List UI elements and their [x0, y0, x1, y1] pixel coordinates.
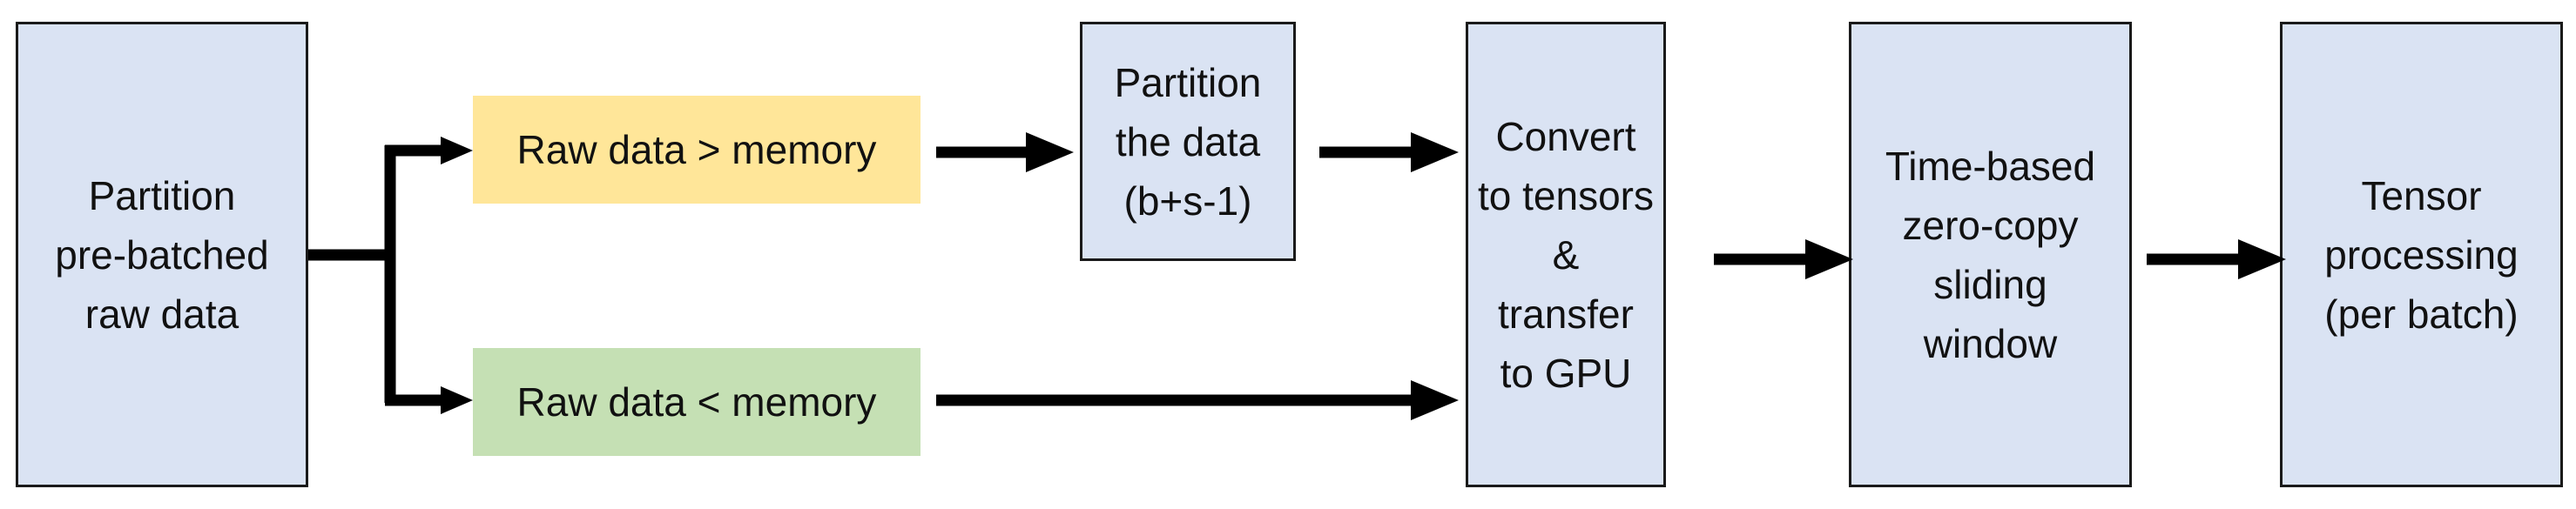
branch-lower-arrowhead [441, 386, 473, 414]
partition-the-data-box: Partition the data (b+s-1) [1080, 22, 1296, 261]
raw-data-lt-memory-label: Raw data < memory [516, 379, 877, 425]
raw-data-gt-memory-box: Raw data > memory [473, 96, 920, 204]
convert-to-tensors-label: Convert to tensors & transfer to GPU [1478, 113, 1654, 396]
branch-upper-arrowhead [441, 137, 473, 164]
sliding-window-label: Time-based zero-copy sliding window [1885, 143, 2096, 366]
partition-prebatched-box: Partition pre-batched raw data [16, 22, 308, 487]
arrow-partition-to-convert-head [1411, 132, 1459, 172]
arrow-window-to-tensor-head [2238, 239, 2286, 279]
partition-prebatched-label: Partition pre-batched raw data [55, 172, 269, 337]
raw-data-lt-memory-box: Raw data < memory [473, 348, 920, 456]
arrow-gt-to-partition-head [1026, 132, 1074, 172]
raw-data-gt-memory-label: Raw data > memory [516, 127, 877, 172]
tensor-processing-box: Tensor processing (per batch) [2280, 22, 2563, 487]
sliding-window-box: Time-based zero-copy sliding window [1849, 22, 2132, 487]
tensor-processing-label: Tensor processing (per batch) [2324, 172, 2519, 337]
arrow-lt-to-convert-head [1411, 380, 1459, 420]
arrow-convert-to-window-head [1805, 239, 1853, 279]
convert-to-tensors-box: Convert to tensors & transfer to GPU [1466, 22, 1666, 487]
partition-the-data-label: Partition the data (b+s-1) [1114, 59, 1262, 224]
